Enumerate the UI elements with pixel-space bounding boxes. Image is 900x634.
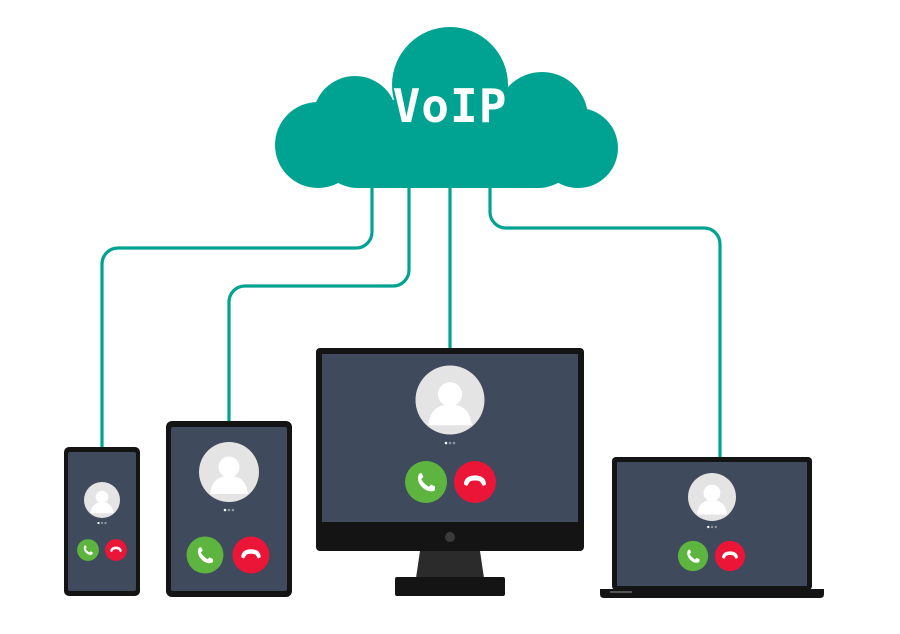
page-dots bbox=[97, 521, 107, 525]
connection-lines bbox=[100, 188, 722, 458]
accept-call-icon[interactable] bbox=[405, 461, 447, 503]
laptop-base bbox=[600, 589, 824, 598]
accept-call-icon[interactable] bbox=[77, 539, 99, 561]
cloud-label: VoIP bbox=[393, 79, 508, 133]
link-laptop bbox=[488, 188, 722, 458]
decline-call-icon[interactable] bbox=[715, 541, 745, 571]
page-dots bbox=[444, 441, 456, 445]
desktop-monitor-device bbox=[316, 348, 584, 596]
link-tablet bbox=[227, 188, 411, 422]
page-dots bbox=[707, 525, 717, 529]
avatar-icon bbox=[415, 365, 485, 435]
page-dots bbox=[223, 508, 235, 512]
avatar-icon bbox=[84, 482, 120, 518]
decline-call-icon[interactable] bbox=[454, 461, 496, 503]
accept-call-icon[interactable] bbox=[187, 537, 224, 574]
avatar-icon bbox=[688, 473, 736, 521]
tablet-device bbox=[166, 421, 292, 597]
smartphone-screen bbox=[68, 452, 136, 591]
voip-cloud: VoIP bbox=[275, 27, 618, 188]
decline-call-icon[interactable] bbox=[233, 537, 270, 574]
power-button[interactable] bbox=[445, 532, 455, 542]
monitor-neck bbox=[416, 551, 484, 578]
decline-call-icon[interactable] bbox=[105, 539, 127, 561]
link-smartphone bbox=[100, 188, 374, 447]
avatar-icon bbox=[199, 442, 259, 502]
smartphone-device bbox=[64, 447, 140, 596]
accept-call-icon[interactable] bbox=[678, 541, 708, 571]
laptop-device bbox=[600, 457, 824, 598]
monitor-stand bbox=[395, 577, 505, 596]
